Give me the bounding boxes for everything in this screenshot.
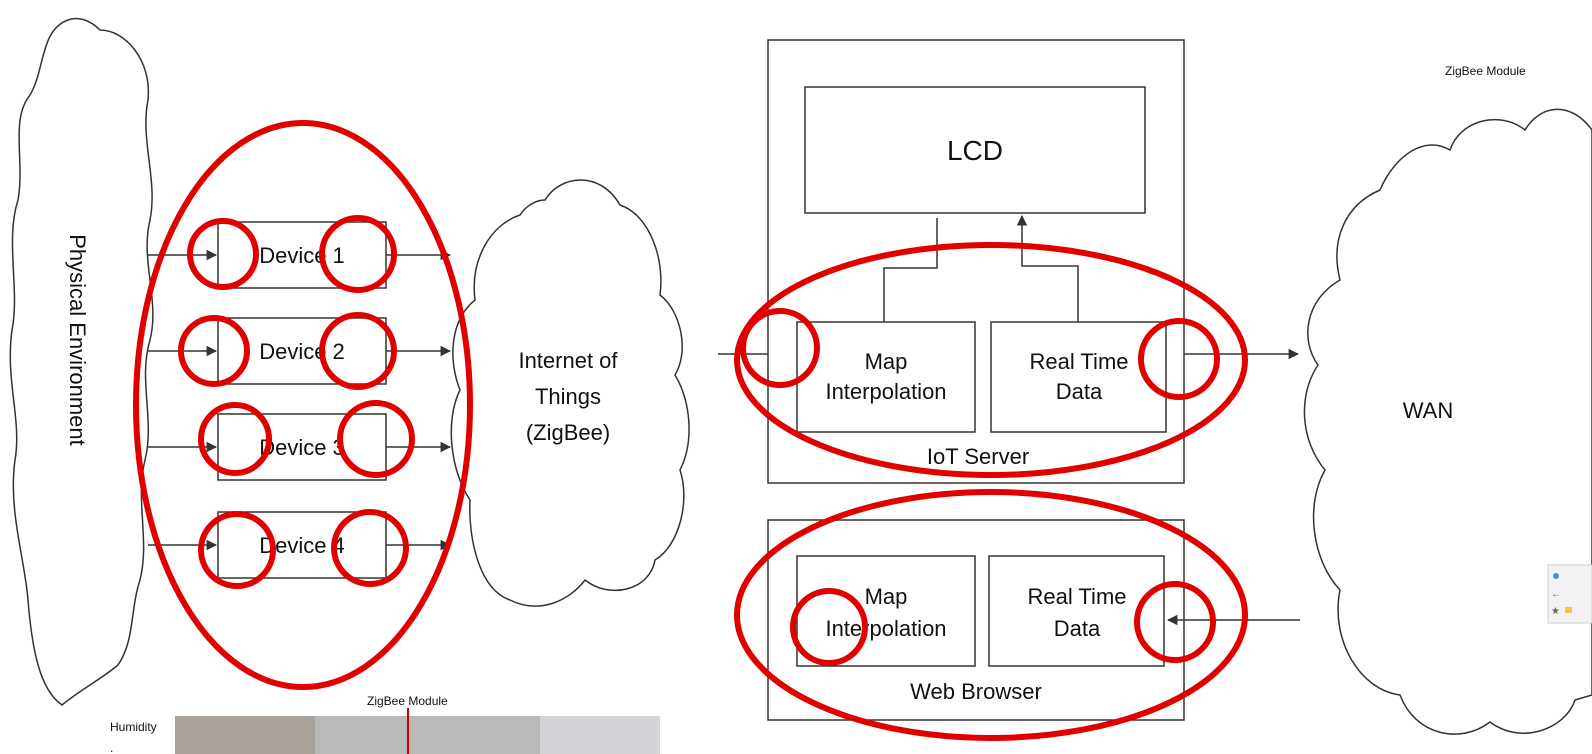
browser-map-line2: Interpolation — [825, 616, 946, 641]
device-2-label: Device 2 — [259, 339, 345, 364]
annotation-browser-ellipse — [734, 489, 1248, 741]
annotation-device2-in — [178, 315, 250, 387]
device-1-label: Device 1 — [259, 243, 345, 268]
annotation-device4-out — [331, 509, 409, 587]
browser-screenshot-fragment: ← ★ — [1547, 564, 1592, 624]
svg-text:★: ★ — [1551, 606, 1560, 617]
connector-rt-to-lcd — [1016, 214, 1079, 322]
annotations — [133, 120, 1248, 741]
server-map-box — [796, 321, 976, 433]
physical-environment-cloud — [9, 17, 154, 706]
physical-environment-label: Physical Environment — [65, 234, 90, 446]
device-group: Device 1 Device 2 Device 3 Device 4 — [217, 221, 387, 579]
annotation-browser-rt — [1134, 581, 1216, 663]
zigbee-module-top-label: ZigBee Module — [1445, 64, 1526, 78]
device-2-box — [217, 317, 387, 385]
annotation-device4-in — [198, 511, 276, 589]
browser-map-box — [796, 555, 976, 667]
annotation-server-ellipse — [734, 242, 1248, 478]
iot-cloud — [450, 179, 690, 607]
iot-label-line3: (ZigBee) — [526, 420, 610, 445]
device-input-arrows — [148, 249, 218, 551]
server-map-line2: Interpolation — [825, 379, 946, 404]
server-map-line1: Map — [865, 349, 908, 374]
annotation-device1-in — [187, 218, 259, 290]
annotation-device3-out — [337, 400, 415, 478]
browser-rt-box — [988, 555, 1165, 667]
zigbee-module-bottom-label: ZigBee Module — [367, 694, 448, 708]
humidity-label: Humidity — [110, 720, 157, 734]
annotation-device2-out — [319, 312, 397, 390]
iot-label-line1: Internet of — [518, 348, 618, 373]
server-rt-box — [990, 321, 1167, 433]
server-rt-line2: Data — [1056, 379, 1103, 404]
lcd-box — [804, 86, 1146, 214]
humidity-label-cut: . — [110, 741, 113, 754]
device-4-box — [217, 511, 387, 579]
svg-text:←: ← — [1551, 589, 1561, 600]
annotation-server-in — [740, 308, 820, 388]
annotation-devices-ellipse — [133, 120, 473, 690]
annotation-device1-out — [319, 215, 397, 293]
iot-label-line2: Things — [535, 384, 601, 409]
annotation-server-out — [1138, 318, 1220, 400]
server-rt-line1: Real Time — [1029, 349, 1128, 374]
connector-map-to-lcd — [883, 218, 938, 322]
wan-label: WAN — [1403, 398, 1454, 423]
device-3-label: Device 3 — [259, 435, 345, 460]
browser-rt-line1: Real Time — [1027, 584, 1126, 609]
wan-cloud — [1303, 108, 1592, 735]
browser-map-line1: Map — [865, 584, 908, 609]
web-browser-caption: Web Browser — [910, 679, 1042, 704]
device-output-arrows — [386, 249, 452, 551]
browser-rt-line2: Data — [1054, 616, 1101, 641]
sensor-photo-overlay: ZigBee Module Humidity . — [110, 694, 660, 754]
annotation-browser-map — [790, 588, 868, 666]
lcd-label: LCD — [947, 135, 1003, 166]
iot-server-caption: IoT Server — [927, 444, 1029, 469]
annotation-device3-in — [198, 402, 272, 476]
